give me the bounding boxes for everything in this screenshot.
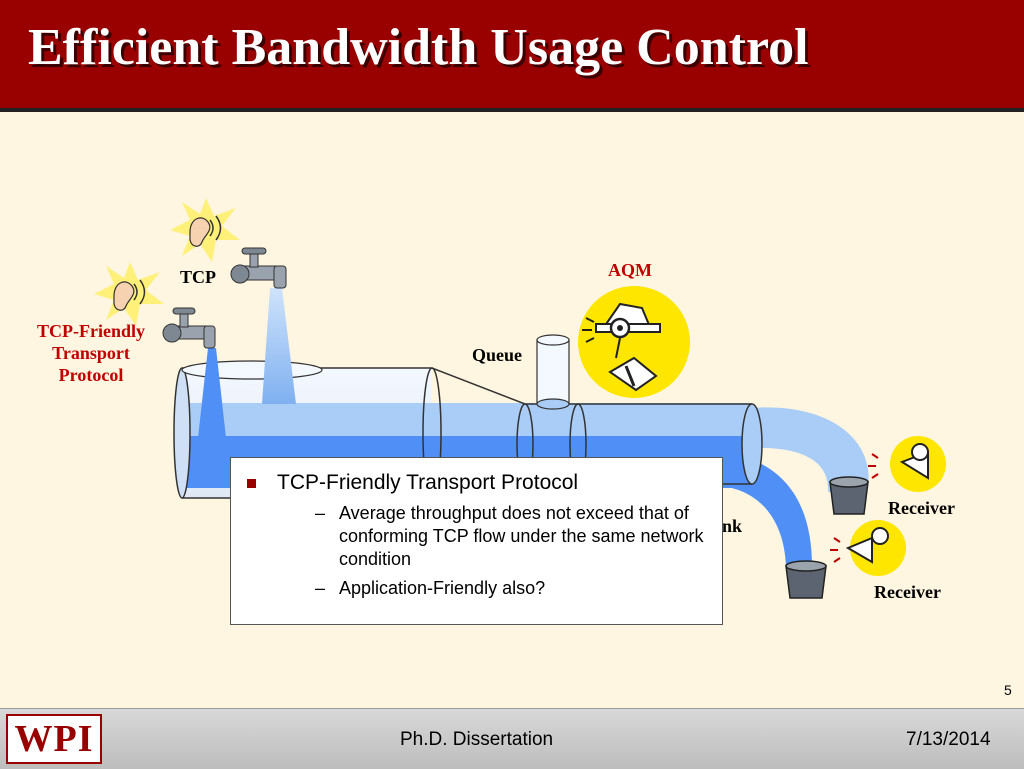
water-light — [182, 403, 752, 438]
wpi-logo-text: WPI — [14, 718, 94, 760]
title-bar: Efficient Bandwidth Usage Control — [0, 0, 1024, 112]
dash-1: – — [315, 503, 326, 523]
queue-label: Queue — [472, 345, 523, 365]
footer-title: Ph.D. Dissertation — [400, 729, 554, 750]
page-number: 5 — [1004, 682, 1012, 698]
pipe-right-end — [741, 403, 763, 485]
callout-sub-text-2: Application-Friendly also? — [339, 578, 546, 598]
footer-date: 7/13/2014 — [906, 729, 991, 750]
aqm-detective-icon — [578, 286, 690, 398]
aqm-label: AQM — [608, 260, 652, 280]
dash-2: – — [315, 578, 326, 598]
bucket-icon-2 — [785, 560, 827, 599]
partial-label: nk — [722, 516, 743, 536]
receiver-figure-icon-2 — [830, 520, 906, 576]
callout-box: TCP-Friendly Transport Protocol –Average… — [230, 457, 723, 625]
tcp-friendly-label-line-1: TCP-Friendly — [37, 321, 145, 341]
tcp-friendly-faucet-icon — [162, 307, 216, 349]
tcp-friendly-label: TCP-Friendly Transport Protocol — [24, 320, 158, 386]
bucket-icon-1 — [829, 476, 869, 515]
tcp-faucet-icon — [230, 247, 287, 289]
callout-sub-bullet-1: –Average throughput does not exceed that… — [245, 502, 708, 571]
ear-icon-tcp-friendly — [94, 262, 164, 326]
pipe-illustration — [94, 198, 946, 599]
slide-title: Efficient Bandwidth Usage Control — [28, 19, 809, 76]
tcp-friendly-label-line-3: Protocol — [58, 365, 124, 385]
tcp-label: TCP — [180, 267, 216, 287]
tcp-stream — [262, 288, 296, 404]
network-diagram: TCP TCP-Friendly Transport Protocol Queu… — [0, 112, 1024, 708]
queue-cylinder — [536, 339, 570, 405]
callout-sub-text-1: Average throughput does not exceed that … — [339, 503, 704, 569]
callout-sub-bullet-2: –Application-Friendly also? — [245, 577, 708, 600]
tcp-friendly-stream — [198, 348, 226, 438]
tcp-friendly-label-line-2: Transport — [52, 343, 130, 363]
receiver-label-2: Receiver — [874, 582, 941, 602]
outlet-flow-upper — [750, 407, 869, 492]
receiver-label-1: Receiver — [888, 498, 955, 518]
ear-icon-tcp — [170, 198, 240, 262]
tank-inlet — [181, 360, 323, 380]
receiver-figure-icon-1 — [868, 436, 946, 492]
wpi-logo: WPI — [6, 714, 102, 764]
footer: WPI Ph.D. Dissertation 7/13/2014 — [0, 708, 1024, 769]
pipe-left-end — [173, 367, 191, 499]
callout-main-bullet: TCP-Friendly Transport Protocol — [245, 470, 708, 496]
